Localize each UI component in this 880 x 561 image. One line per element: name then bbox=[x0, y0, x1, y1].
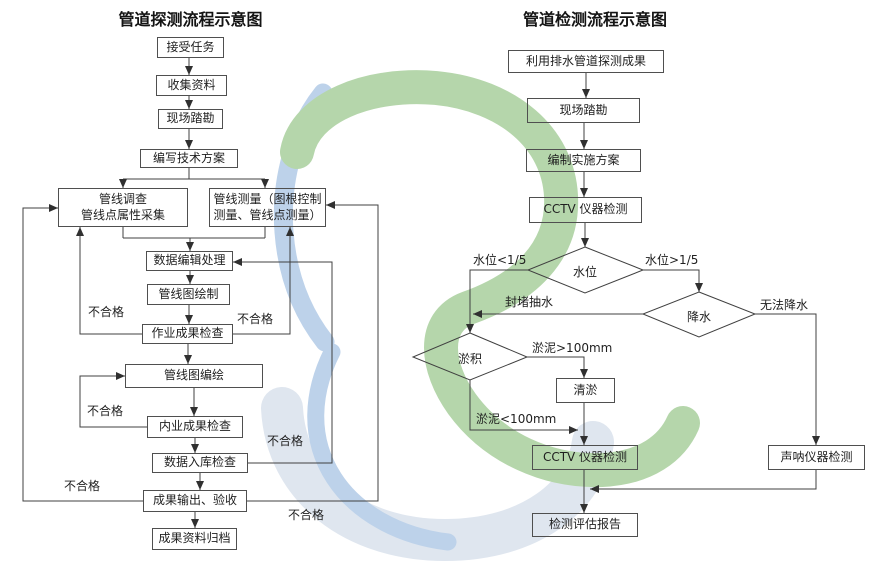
box-archiving: 成果资料归档 bbox=[152, 528, 237, 550]
box-site-survey-right: 现场踏勘 bbox=[527, 98, 640, 123]
edge-label-fail: 不合格 bbox=[288, 508, 325, 522]
box-sonar-inspection: 声呐仪器检测 bbox=[768, 445, 865, 470]
edge-label-block-pump: 封堵抽水 bbox=[505, 295, 554, 309]
box-pipeline-survey: 管线测量（图根控制 测量、管线点测量） bbox=[209, 188, 326, 227]
box-pipeline-investigation: 管线调查 管线点属性采集 bbox=[58, 188, 188, 227]
box-cctv-inspection-1: CCTV 仪器检测 bbox=[529, 197, 642, 223]
decision-silting-label: 淤积 bbox=[457, 352, 482, 366]
edge-label-silt-above-100mm: 淤泥>100mm bbox=[532, 341, 613, 355]
connector-lines bbox=[22, 58, 820, 528]
decision-water-level-label: 水位 bbox=[572, 265, 597, 279]
box-collect-data: 收集资料 bbox=[156, 75, 227, 96]
box-technical-plan: 编写技术方案 bbox=[140, 149, 238, 168]
right-chart-title: 管道检测流程示意图 bbox=[522, 10, 667, 29]
edge-label-cannot-dewater: 无法降水 bbox=[760, 298, 809, 312]
box-operation-result-check: 作业成果检查 bbox=[142, 324, 233, 344]
edge-label-water-below-1-5: 水位<1/5 bbox=[473, 253, 527, 267]
edge-label-fail: 不合格 bbox=[88, 305, 125, 319]
box-evaluation-report: 检测评估报告 bbox=[532, 513, 638, 537]
box-use-detection-results: 利用排水管道探测成果 bbox=[508, 50, 664, 73]
decision-dewatering-shape bbox=[641, 291, 757, 338]
box-map-drawing: 管线图绘制 bbox=[147, 284, 230, 305]
left-chart-title: 管道探测流程示意图 bbox=[118, 10, 263, 29]
box-database-check: 数据入库检查 bbox=[152, 453, 248, 473]
edge-label-silt-below-100mm: 淤泥<100mm bbox=[476, 412, 557, 426]
decision-dewatering-label: 降水 bbox=[686, 310, 711, 324]
edge-label-fail: 不合格 bbox=[87, 404, 124, 418]
box-output-acceptance: 成果输出、验收 bbox=[143, 490, 247, 512]
edge-label-fail: 不合格 bbox=[64, 479, 101, 493]
edge-label-fail: 不合格 bbox=[237, 312, 274, 326]
decision-water-level-shape bbox=[526, 246, 645, 294]
box-data-editing: 数据编辑处理 bbox=[146, 251, 233, 271]
box-map-compilation: 管线图编绘 bbox=[125, 364, 263, 388]
decision-silting-shape bbox=[411, 332, 529, 381]
box-office-result-check: 内业成果检查 bbox=[147, 416, 243, 438]
box-cctv-inspection-2: CCTV 仪器检测 bbox=[532, 445, 638, 470]
box-site-survey: 现场踏勘 bbox=[158, 109, 223, 129]
edge-label-fail: 不合格 bbox=[267, 434, 304, 448]
box-clear-silt: 清淤 bbox=[556, 378, 615, 403]
box-implementation-plan: 编制实施方案 bbox=[526, 149, 641, 172]
box-accept-task: 接受任务 bbox=[157, 37, 224, 58]
edge-label-water-above-1-5: 水位>1/5 bbox=[645, 253, 699, 267]
